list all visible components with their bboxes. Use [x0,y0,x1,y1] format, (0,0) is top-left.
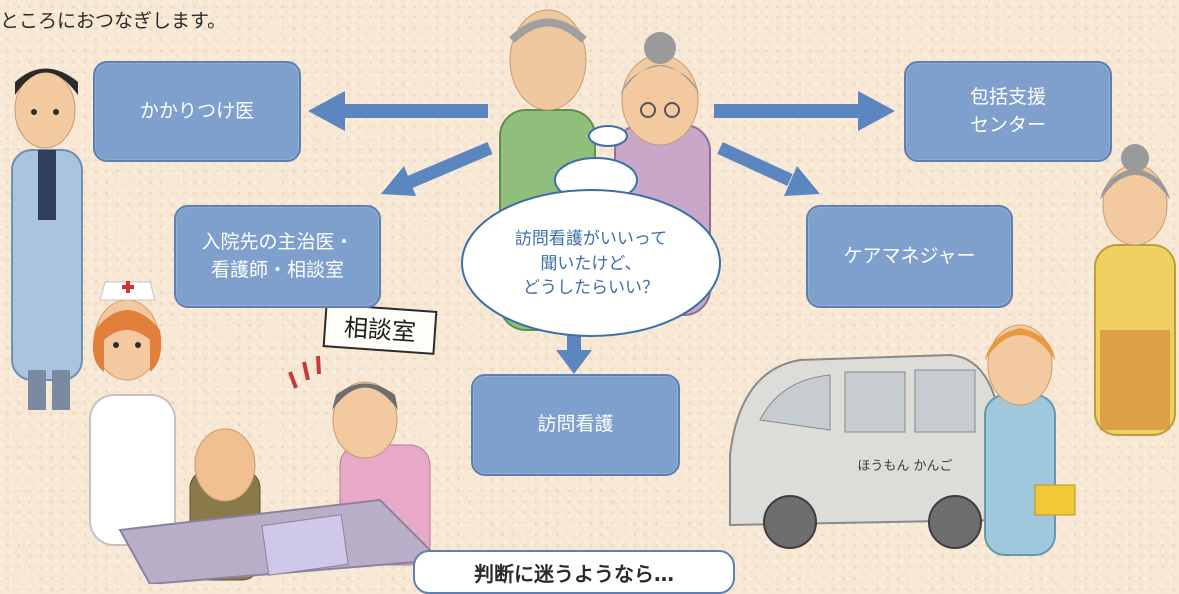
hospital-staff-box: 入院先の主治医・ 看護師・相談室 [174,205,381,308]
arrow-to-care-manager [717,142,820,196]
arrow-to-family-doctor [308,91,488,131]
consultation-illustration [118,355,443,584]
arrow-to-hospital-staff [381,142,493,196]
family-doctor-box: かかりつけ医 [93,61,301,162]
doctor-illustration [11,68,83,410]
counseling-room-sign: 相談室 [322,303,438,355]
visiting-nursing-box: 訪問看護 [471,374,680,476]
car-text: ほうもん かんご [857,458,952,474]
intro-text: ところにおつなぎします。 [0,10,227,32]
bottom-label: 判断に迷うようなら… [413,550,735,594]
sign-text: 相談室 [343,314,417,347]
thought-bubble-shape [461,125,721,337]
care-manager-box: ケアマネジャー [806,205,1013,308]
care-manager-illustration [1094,144,1176,436]
visiting-nurse-illustration [984,324,1076,556]
arrows [308,91,895,374]
visiting-nurse-car-illustration: ほうもん かんご [729,353,1001,549]
thought-bubble-text: 訪問看護がいいって 聞いたけど、 どうしたらいい？ [514,229,668,299]
nurse-illustration [89,281,176,546]
arrow-to-support-center [714,91,895,131]
support-center-box: 包括支援 センター [904,61,1112,162]
